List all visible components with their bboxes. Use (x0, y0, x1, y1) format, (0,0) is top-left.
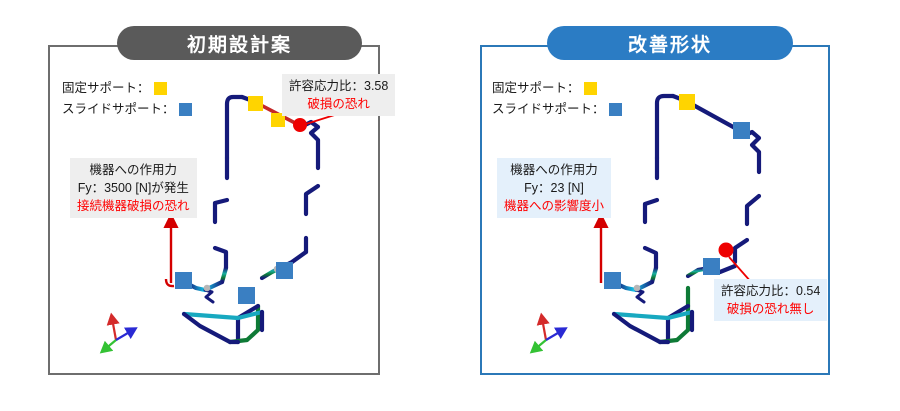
fixed-support-swatch (583, 82, 597, 95)
legend-item-fixed-support: 固定サポート： (62, 78, 192, 99)
stress-callout-initial-design: 許容応力比：3.58 破損の恐れ (282, 74, 396, 116)
panel-title-improved-shape: 改善形状 (547, 26, 793, 60)
force-title-text: 機器への作用力 (510, 163, 598, 177)
force-title-text: 機器への作用力 (89, 163, 178, 177)
slide-support-swatch (608, 103, 622, 116)
slide-support-swatch (178, 103, 192, 116)
legend-label-fixed-support: 固定サポート： (62, 81, 150, 95)
force-callout-initial-design: 機器への作用力 Fy：3500 [N]が発生 接続機器破損の恐れ (70, 158, 197, 218)
stress-warning-text: 破損の恐れ (307, 97, 370, 111)
stress-ratio-text: 許容応力比：0.54 (721, 284, 821, 298)
legend-label-slide-support: スライドサポート： (62, 102, 175, 116)
stress-ratio-text: 許容応力比：3.58 (289, 79, 389, 93)
legend-initial-design: 固定サポート： スライドサポート： (62, 78, 192, 120)
fixed-support-swatch (153, 82, 167, 95)
panel-title-initial-design: 初期設計案 (117, 26, 362, 60)
force-warning-text: 接続機器破損の恐れ (77, 199, 190, 213)
legend-improved-shape: 固定サポート： スライドサポート： (492, 78, 622, 120)
force-value-text: Fy：3500 [N]が発生 (77, 181, 189, 195)
legend-item-fixed-support: 固定サポート： (492, 78, 622, 99)
legend-item-slide-support: スライドサポート： (492, 99, 622, 120)
legend-item-slide-support: スライドサポート： (62, 99, 192, 120)
legend-label-slide-support: スライドサポート： (492, 102, 605, 116)
force-callout-improved-shape: 機器への作用力 Fy：23 [N] 機器への影響度小 (497, 158, 612, 218)
stress-warning-text: 破損の恐れ無し (726, 302, 815, 316)
stress-callout-improved-shape: 許容応力比：0.54 破損の恐れ無し (714, 279, 828, 321)
legend-label-fixed-support: 固定サポート： (492, 81, 580, 95)
force-value-text: Fy：23 [N] (524, 181, 584, 195)
force-warning-text: 機器への影響度小 (504, 199, 605, 213)
